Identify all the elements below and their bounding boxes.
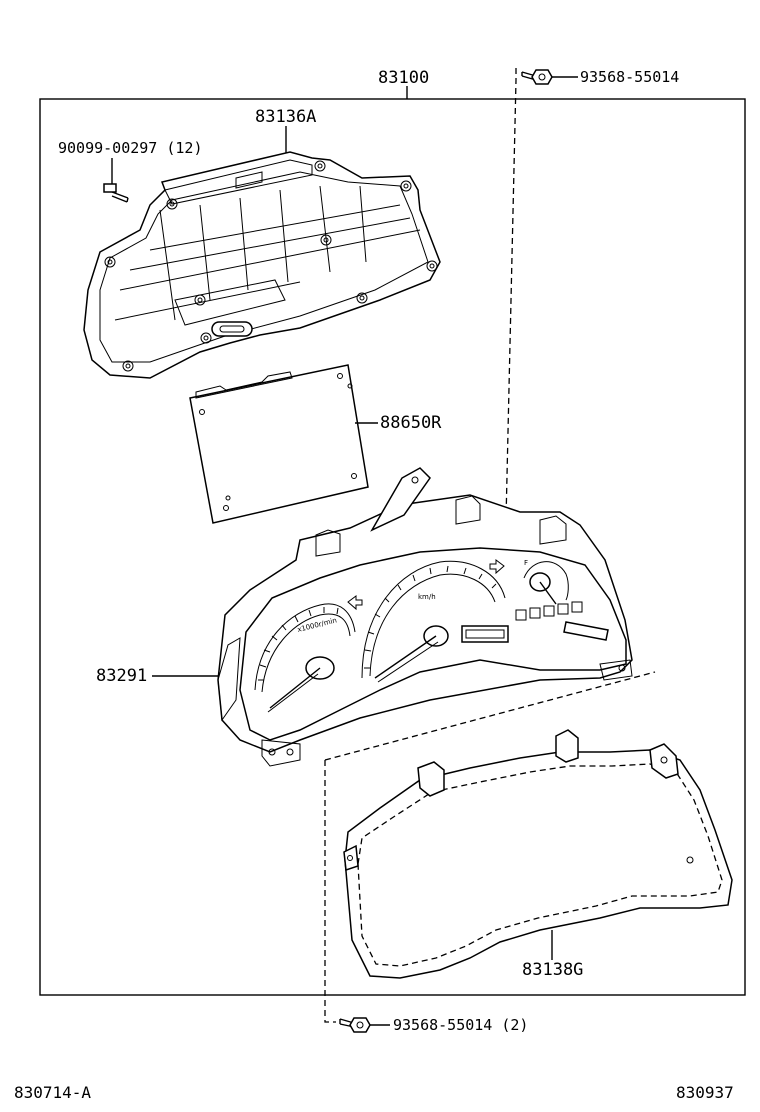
assembly-label: 83100 bbox=[378, 68, 429, 88]
circuit-plate-label: 88650R bbox=[380, 413, 442, 433]
screw-bottom-guide bbox=[324, 760, 336, 1023]
screw-top-label: 93568-55014 bbox=[580, 68, 679, 86]
warning-light-row bbox=[515, 601, 583, 621]
footer-left-code: 830714-A bbox=[14, 1083, 91, 1102]
odometer-display bbox=[461, 625, 509, 643]
assembly-frame bbox=[39, 98, 746, 996]
speedometer-unit-text: km/h bbox=[418, 593, 436, 601]
screw-small-icon bbox=[103, 183, 129, 203]
speedometer-needle bbox=[374, 635, 437, 679]
fuel-mark-text: F bbox=[524, 559, 528, 567]
housing-label: 83136A bbox=[255, 107, 316, 127]
screw-bottom-icon bbox=[339, 1017, 371, 1033]
glass-cover-label: 83138G bbox=[522, 960, 583, 980]
screw-small-label: 90099-00297 (12) bbox=[58, 139, 203, 157]
alignment-guide bbox=[324, 671, 656, 761]
tachometer-needle bbox=[269, 667, 321, 709]
meter-assembly-label: 83291 bbox=[96, 666, 147, 686]
meter-assembly-part: x1000r/min km/h bbox=[217, 467, 633, 767]
circuit-plate-part bbox=[189, 364, 369, 524]
screw-top-guide bbox=[505, 68, 517, 521]
glass-cover-part bbox=[343, 729, 733, 979]
screw-top-icon bbox=[521, 69, 553, 85]
footer-right-code: 830937 bbox=[676, 1083, 734, 1102]
screw-bottom-label: 93568-55014 (2) bbox=[393, 1016, 528, 1034]
housing-part bbox=[83, 151, 441, 379]
